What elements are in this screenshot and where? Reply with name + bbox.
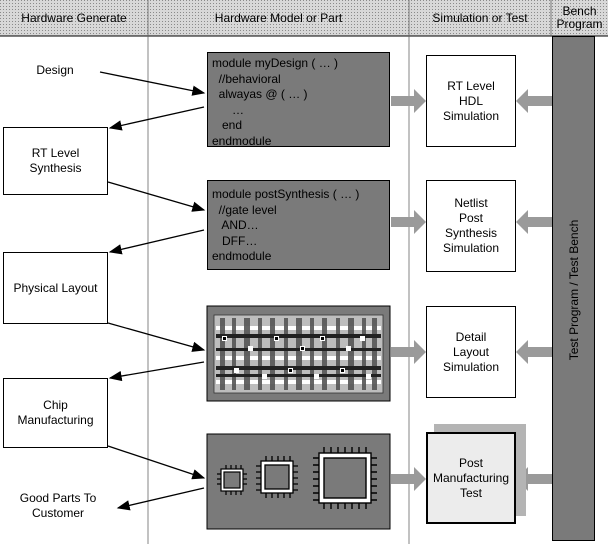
chips-drawing [206, 433, 391, 530]
small-chip-icon [217, 465, 247, 495]
large-chip-icon [313, 447, 377, 509]
header-hardware-model: Hardware Model or Part [214, 10, 343, 25]
rtl-synthesis-line2: Synthesis [29, 161, 82, 175]
gate-code-line: module postSynthesis ( … ) [212, 187, 360, 201]
rtl-code-line: endmodule [212, 133, 272, 148]
header-band [0, 0, 608, 36]
chip-manufacturing-box: Chip Manufacturing [3, 378, 108, 448]
header-bench-program: Bench Program [551, 0, 608, 36]
arrow-design-to-rtl [99, 71, 206, 96]
good-parts-line2: Customer [31, 506, 84, 520]
rtl-synthesis-line1: RT Level [31, 146, 80, 160]
bench-arrow-rtl [516, 89, 552, 113]
detail-sim-line1: Detail [455, 329, 487, 344]
detail-layout-simulation-box: Detail Layout Simulation [426, 306, 516, 398]
layout-mask-drawing [206, 305, 391, 402]
post-test-line2: Manufacturing [432, 470, 510, 485]
chip-manufacturing-line1: Chip [43, 398, 68, 412]
arrow-layout-to-mask [107, 322, 206, 352]
gate-code-line: //gate level [212, 202, 277, 217]
good-parts-label: Good Parts To Customer [4, 491, 112, 521]
header-hardware-generate: Hardware Generate [21, 10, 127, 25]
header-bench-line1: Bench [562, 4, 597, 18]
netlist-sim-line3: Synthesis [444, 226, 498, 240]
gate-code-line: endmodule [212, 249, 272, 264]
thick-arrow-netlist [391, 210, 426, 234]
rtl-sim-line2: HDL [458, 93, 483, 108]
rtl-code-line: alwayas @ ( … ) [212, 87, 308, 102]
netlist-simulation-box: Netlist Post Synthesis Simulation [426, 180, 516, 272]
arrow-chips-to-customer [116, 487, 205, 511]
header-simulation: Simulation or Test [432, 10, 528, 25]
netlist-sim-line2: Post [458, 211, 483, 225]
arrow-manufacturing-to-chips [107, 445, 206, 480]
medium-chip-icon [256, 456, 298, 498]
detail-sim-line3: Simulation [442, 359, 500, 374]
gate-code-line: AND… [212, 218, 259, 233]
gate-code-box: module postSynthesis ( … ) //gate level … [207, 180, 390, 270]
arrow-synthesis-to-gate [107, 181, 206, 212]
physical-layout-box: Physical Layout [3, 252, 108, 324]
rtl-code-box: module myDesign ( … ) //behavioral alway… [207, 52, 390, 148]
thick-arrows-model-to-sim [391, 89, 426, 491]
rtl-simulation-box: RT Level HDL Simulation [426, 55, 516, 147]
post-manufacturing-test-box: Post Manufacturing Test [426, 432, 516, 524]
bench-arrow-layout [516, 340, 552, 364]
rtl-code-line: end [212, 118, 243, 133]
rtl-code-line: module myDesign ( … ) [212, 56, 339, 70]
test-bench-label: Test Program / Test Bench [567, 219, 581, 361]
netlist-sim-line4: Simulation [442, 241, 500, 255]
post-test-line1: Post [458, 455, 483, 470]
arrow-gate-to-layout [108, 229, 205, 255]
rtl-sim-line3: Simulation [442, 108, 500, 123]
thick-arrow-layout [391, 340, 426, 364]
arrow-rtl-to-synthesis [108, 106, 205, 131]
gate-code-line: DFF… [212, 233, 258, 248]
chip-manufacturing-line2: Manufacturing [17, 413, 94, 427]
arrow-mask-to-manufacturing [108, 361, 205, 382]
test-bench-bar [552, 36, 595, 541]
netlist-sim-line1: Netlist [454, 196, 488, 210]
post-test-line3: Test [459, 485, 482, 500]
detail-sim-line2: Layout [452, 344, 490, 359]
rtl-code-line: … [212, 102, 245, 117]
rtl-sim-line1: RT Level [447, 78, 495, 93]
thick-arrow-rtl [391, 89, 426, 113]
thick-arrow-post [391, 467, 426, 491]
bench-arrow-netlist [516, 210, 552, 234]
header-bench-line2: Program [556, 17, 603, 31]
design-label: Design [36, 63, 74, 77]
rtl-synthesis-box: RT Level Synthesis [3, 127, 108, 195]
good-parts-line1: Good Parts To [19, 491, 97, 505]
rtl-code-line: //behavioral [212, 71, 281, 86]
